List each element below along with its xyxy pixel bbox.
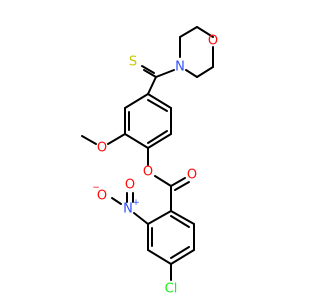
atom-label-nitro-N: N	[123, 202, 133, 217]
atom-label-morpholine-O: O	[208, 34, 218, 49]
nitro-group	[111, 192, 149, 225]
thioamide-group	[141, 65, 175, 95]
chloronitrobenzene-ring	[147, 210, 195, 265]
charge-label-nitro-N: +	[132, 198, 140, 208]
molecule-structure-diagram: S N O O O O N + O − O Cl	[81, 26, 218, 297]
morpholine-ring	[179, 26, 214, 78]
atom-label-methoxy-O: O	[97, 141, 107, 156]
ester-linkage	[147, 147, 190, 212]
atom-label-nitro-O: O	[125, 178, 135, 193]
atom-label-ester-O: O	[143, 165, 153, 180]
charge-label-nitro-O: −	[92, 183, 100, 193]
atom-label-carbonyl-O: O	[187, 168, 197, 183]
atom-label-morpholine-N: N	[175, 60, 185, 75]
atom-label-thione-S: S	[129, 55, 137, 70]
atom-label-nitro-O-minus: O	[97, 189, 107, 204]
methoxy-group	[81, 133, 126, 145]
central-benzene-ring	[124, 93, 172, 149]
atom-label-chlorine: Cl	[165, 282, 178, 297]
atom-labels: S N O O O O N + O − O Cl	[92, 34, 218, 297]
